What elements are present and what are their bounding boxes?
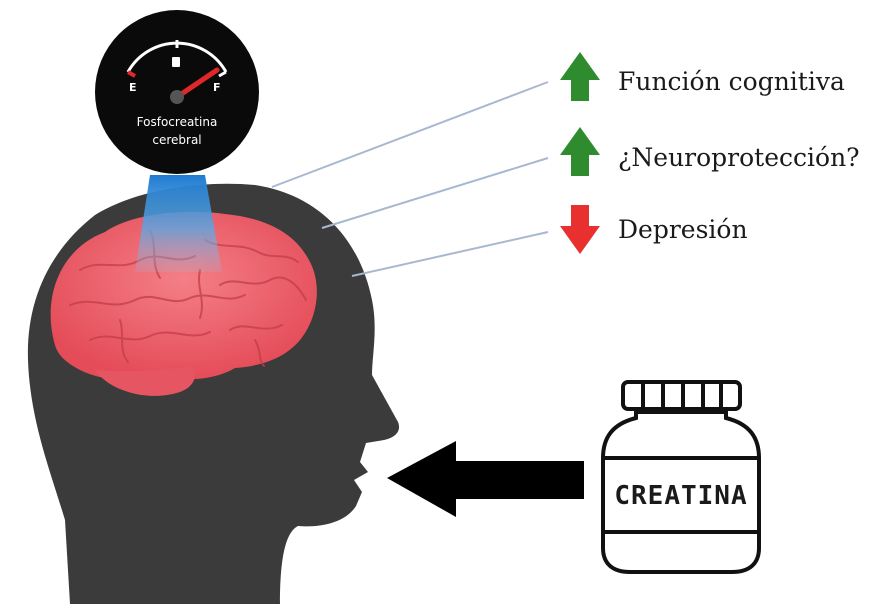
gauge-caption-line2: cerebral — [152, 133, 201, 147]
pointer-line-2 — [321, 157, 549, 229]
gauge-beam — [135, 175, 222, 272]
jar-body — [601, 410, 761, 574]
jar-label: CREATINA — [614, 481, 747, 511]
effect-row-depression: Depresión — [560, 205, 748, 254]
fuel-gauge: E F Fosfocreatina cerebral — [95, 10, 259, 174]
effect-row-cognitive-function: Función cognitiva — [560, 52, 845, 101]
gauge-caption-line1: Fosfocreatina — [137, 115, 218, 129]
creatine-jar — [601, 380, 761, 574]
pointer-line-1 — [271, 81, 549, 188]
jar-lid — [621, 380, 742, 411]
arrow-up-icon — [560, 127, 600, 176]
arrow-down-icon — [560, 205, 600, 254]
effect-label: ¿Neuroprotección? — [618, 143, 860, 172]
intake-arrow-icon — [387, 441, 584, 517]
arrow-up-icon — [560, 52, 600, 101]
gauge-needle — [174, 67, 220, 100]
fuel-pump-icon — [172, 57, 180, 67]
pointer-lines — [271, 81, 549, 277]
pointer-line-3 — [351, 231, 549, 277]
gauge-full-letter: F — [213, 81, 221, 94]
gauge-empty-letter: E — [129, 81, 137, 94]
effect-row-neuroprotection: ¿Neuroprotección? — [560, 127, 860, 176]
effect-label: Función cognitiva — [618, 67, 845, 96]
effect-label: Depresión — [618, 215, 748, 244]
